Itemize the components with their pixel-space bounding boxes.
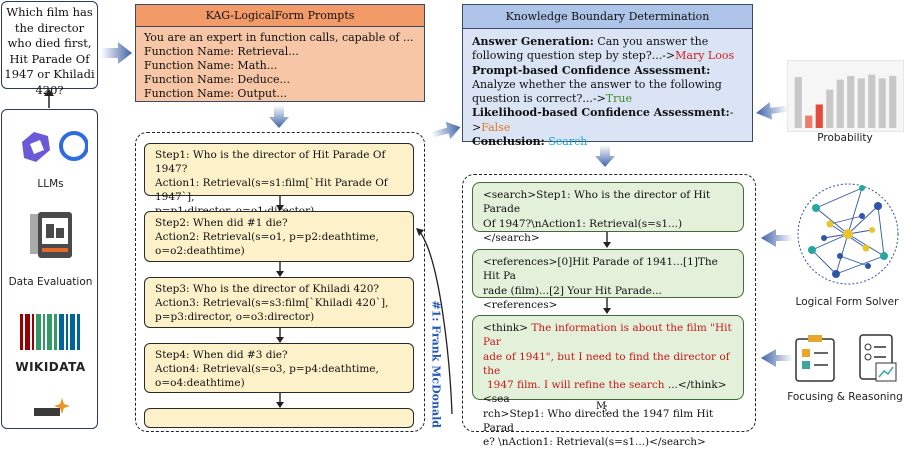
- question-box: Which film has the director who died fir…: [1, 1, 98, 97]
- step-box: Step3: Who is the director of Khiladi 42…: [144, 277, 414, 328]
- conclusion-result: Search: [548, 135, 588, 149]
- think-open: <think>: [483, 322, 532, 334]
- probability-bar: [805, 115, 813, 128]
- search-step-box: <search>Step1: Who is the director of Hi…: [472, 182, 744, 244]
- probability-bar: [868, 74, 876, 128]
- question-line: Which film has: [6, 5, 93, 19]
- knowledge-boundary-title: Knowledge Boundary Determination: [463, 5, 752, 29]
- question-line: who died first,: [7, 36, 92, 50]
- llm-logos-icon: [22, 131, 88, 162]
- prompt-line: Function Name: Retrieval...: [144, 45, 299, 58]
- probability-bar: [815, 104, 823, 128]
- step-action: Action4: Retrieval(s=o3, p=p4:deathtime,: [155, 363, 379, 375]
- likelihood-confidence-result: False: [481, 120, 511, 134]
- probability-bar: [889, 75, 897, 128]
- search-line: Of 1947?\nAction1: Retrieval(s=s1...)</s…: [483, 217, 683, 244]
- references-line: <references>[0]Hit Parade of 1941...[1]T…: [483, 256, 718, 283]
- data-evaluation-label: Data Evaluation: [8, 276, 93, 288]
- answer-generation-label: Answer Generation:: [472, 35, 594, 48]
- step-question: Step1: Who is the director of Hit Parade…: [155, 149, 386, 175]
- search-line: <search>Step1: Who is the director of Hi…: [483, 189, 711, 216]
- left-tools-panel: LLMs Data Evaluation WIKIDATA: [1, 109, 98, 429]
- step-action: Action3: Retrieval(s=s3:film[`Khiladi 42…: [155, 297, 389, 309]
- side-annotation-container: #1: Frank McDonald: [428, 300, 444, 429]
- step-box: Step2: When did #1 die? Action2: Retriev…: [144, 211, 414, 262]
- knowledge-boundary-box: Knowledge Boundary Determination Answer …: [462, 4, 753, 148]
- wikidata-label: WIKIDATA: [15, 360, 86, 374]
- prompt-box-title: KAG-LogicalForm Prompts: [136, 5, 424, 27]
- connector-arrows: [44, 42, 793, 414]
- references-line: rade (film)...[2] Your Hit Parade...<ref…: [483, 284, 662, 311]
- references-step-box: <references>[0]Hit Parade of 1941...[1]T…: [472, 249, 744, 311]
- probability-bar: [857, 78, 865, 128]
- knowledge-boundary-body: Answer Generation: Can you answer the fo…: [472, 35, 748, 149]
- prompt-line: Function Name: Deduce...: [144, 73, 291, 86]
- probability-bar: [826, 89, 834, 128]
- step-action-args: o=o4:deathtime): [155, 377, 245, 389]
- probability-bar: [836, 79, 844, 128]
- step-action-args: p=p3:director, o=o3:director): [155, 311, 315, 323]
- focusing-reasoning-icon: [795, 334, 897, 382]
- step-action: Action1: Retrieval(s=s1:film[`Hit Parade…: [155, 177, 388, 203]
- logical-form-solver-graph-icon: [797, 183, 899, 285]
- data-evaluation-icon: [30, 212, 72, 258]
- prompt-confidence-label: Prompt-based Confidence Assessment:: [472, 63, 711, 77]
- think-step-box: <think> The information is about the fil…: [472, 315, 744, 448]
- wikidata-barcode-icon: [20, 314, 80, 350]
- question-line: the director: [14, 20, 85, 35]
- focusing-reasoning-label: Focusing & Reasoning: [787, 391, 903, 403]
- probability-bar: [794, 77, 802, 128]
- prompt-line: Function Name: Math...: [144, 59, 278, 72]
- think-red-text: 1947 film. I will refine the search: [487, 379, 665, 392]
- step-question: Step3: Who is the director of Khiladi 42…: [155, 283, 380, 295]
- answer-generation-result: Mary Loos: [675, 49, 735, 63]
- question-line: 420?: [35, 82, 64, 97]
- prompt-line: Function Name: Output...: [144, 87, 287, 100]
- answer-generation-text: Can you answer the following question st…: [472, 35, 709, 63]
- question-line: 1947 or Khiladi: [4, 67, 95, 81]
- think-line: e? \nAction1: Retrieval(s=s1...)</search…: [483, 436, 706, 449]
- probability-label: Probability: [817, 132, 873, 144]
- think-rest: ...</think><sea: [483, 379, 727, 406]
- prompt-confidence-text: Analyze whether the answer to the follow…: [472, 77, 722, 106]
- step-action: Action2: Retrieval(s=o1, p=p2:deathtime,: [155, 231, 379, 243]
- think-line: rch>Step1: Who directed the 1947 film Hi…: [483, 407, 714, 435]
- prompt-line: You are an expert in function calls, cap…: [144, 31, 414, 44]
- probability-bar: [878, 78, 886, 128]
- sparkle-icon: [34, 398, 70, 416]
- conclusion-label: Conclusion:: [472, 135, 545, 149]
- think-red-text: ade of 1941", but I need to find the dir…: [483, 350, 730, 377]
- question-line: Hit Parade Of: [9, 51, 90, 66]
- side-annotation-text: #1: Frank McDonald: [429, 300, 443, 429]
- think-red-text: The information is about the film "Hit P…: [483, 322, 732, 349]
- likelihood-confidence-text: ->: [472, 106, 734, 134]
- llms-label: LLMs: [37, 178, 64, 190]
- logical-form-solver-label: Logical Form Solver: [795, 296, 899, 308]
- step-question: Step2: When did #1 die?: [155, 217, 288, 229]
- kag-logicalform-prompts-box: KAG-LogicalForm Prompts You are an exper…: [135, 4, 425, 102]
- flow-bottom-label: M: [596, 401, 607, 412]
- step-box: Step1: Who is the director of Hit Parade…: [144, 143, 414, 217]
- probability-bar: [847, 75, 855, 128]
- step-box: Step4: When did #3 die? Action4: Retriev…: [144, 343, 414, 393]
- likelihood-confidence-label: Likelihood-based Confidence Assessment:: [472, 106, 730, 120]
- probability-chart: [787, 60, 904, 132]
- step-action-args: o=o2:deathtime): [155, 245, 245, 257]
- prompt-confidence-result: True: [605, 92, 632, 106]
- chart-frame: [787, 60, 904, 132]
- step-question: Step4: When did #3 die?: [155, 349, 288, 361]
- step-box-partial: [144, 408, 414, 428]
